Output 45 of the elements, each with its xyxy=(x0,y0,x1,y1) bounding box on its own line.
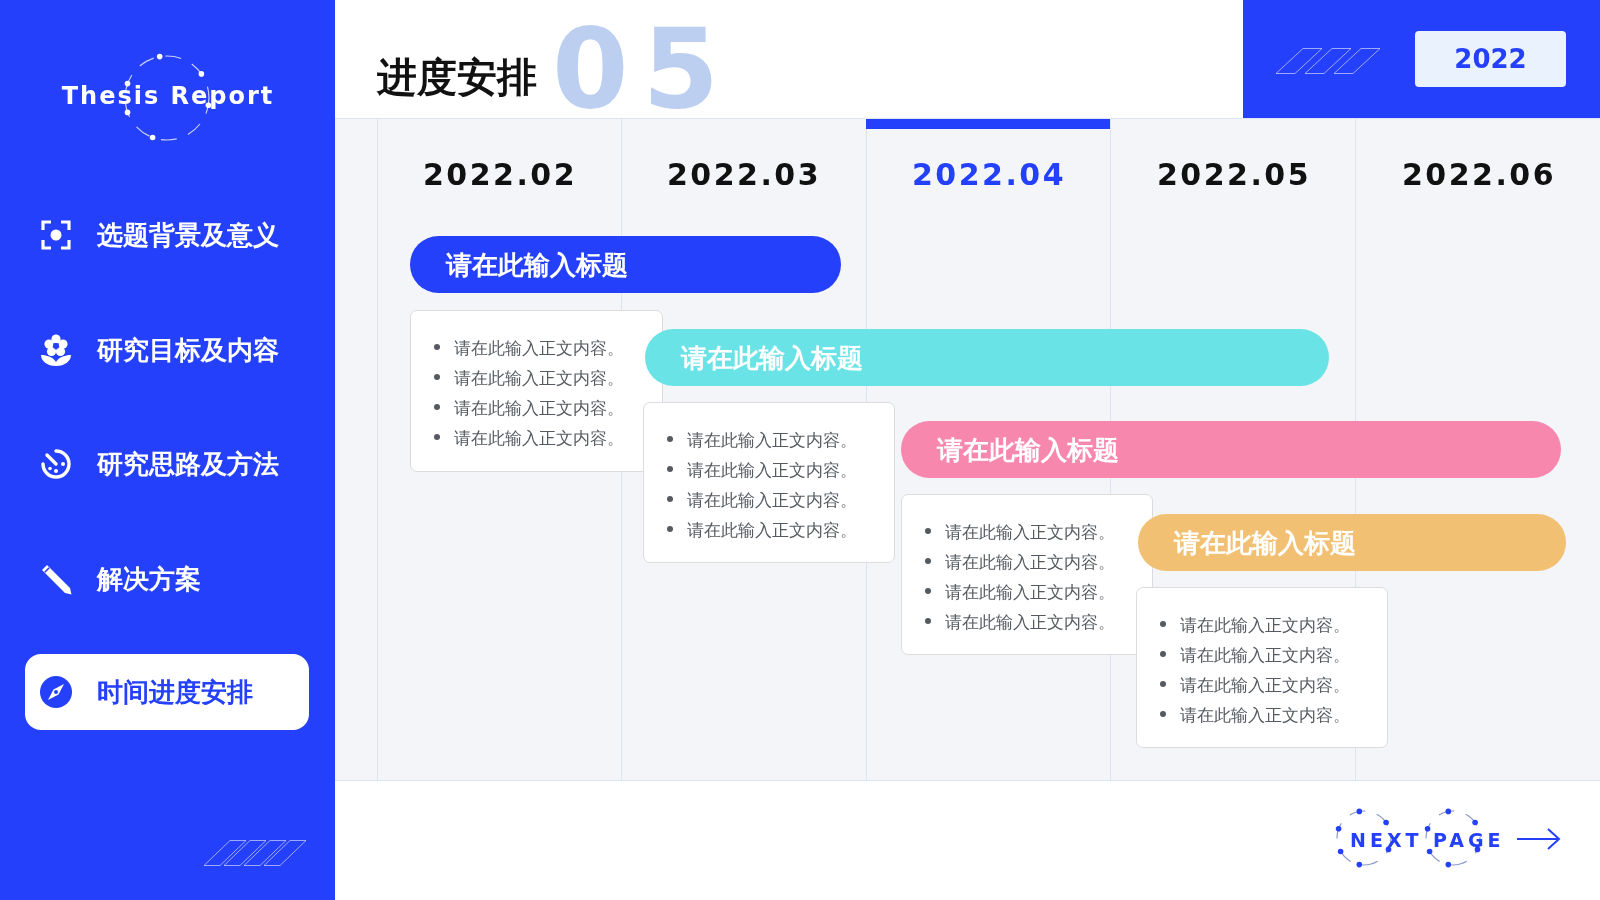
year-panel xyxy=(1415,31,1566,87)
page-title: 进度安排 xyxy=(377,53,537,102)
bullet-item: 请在此输入正文内容。 xyxy=(925,547,1115,577)
bullet-item: 请在此输入正文内容。 xyxy=(667,485,857,515)
month-label: 2022.02 xyxy=(422,157,578,193)
bullet-item: 请在此输入正文内容。 xyxy=(1160,700,1350,730)
bullet-item: 请在此输入正文内容。 xyxy=(1160,670,1350,700)
task-title: 请在此输入标题 xyxy=(681,341,863,374)
bullet-item: 请在此输入正文内容。 xyxy=(925,607,1115,637)
bullet-item: 请在此输入正文内容。 xyxy=(434,423,624,453)
active-menu-item xyxy=(25,654,309,730)
next-page-link: NEXT PAGE xyxy=(1350,828,1505,852)
task-bar xyxy=(901,421,1561,478)
task-title: 请在此输入标题 xyxy=(446,248,628,281)
task-bar xyxy=(1138,514,1566,571)
report-title: Thesis Report xyxy=(61,81,275,111)
month-label: 2022.06 xyxy=(1401,157,1557,193)
section-number: 05 xyxy=(552,14,734,124)
bullet-card xyxy=(410,310,663,472)
menu-label: 研究思路及方法 xyxy=(97,448,279,480)
bullet-item: 请在此输入正文内容。 xyxy=(1160,640,1350,670)
bullet-item: 请在此输入正文内容。 xyxy=(925,577,1115,607)
month-label: 2022.03 xyxy=(666,157,822,193)
task-title: 请在此输入标题 xyxy=(1174,526,1356,559)
year-text: 2022 xyxy=(1454,43,1527,75)
bullet-item: 请在此输入正文内容。 xyxy=(434,333,624,363)
month-label: 2022.04 xyxy=(911,157,1067,193)
month-label: 2022.05 xyxy=(1156,157,1312,193)
bullet-item: 请在此输入正文内容。 xyxy=(434,393,624,423)
task-title: 请在此输入标题 xyxy=(937,433,1119,466)
bullet-card xyxy=(1136,587,1388,748)
bullet-item: 请在此输入正文内容。 xyxy=(1160,610,1350,640)
menu-label: 选题背景及意义 xyxy=(97,219,279,251)
bullet-card xyxy=(901,494,1153,655)
menu-label: 时间进度安排 xyxy=(97,676,253,708)
menu-label: 研究目标及内容 xyxy=(97,334,279,366)
menu-label: 解决方案 xyxy=(97,563,201,595)
bullet-item: 请在此输入正文内容。 xyxy=(667,455,857,485)
bullet-item: 请在此输入正文内容。 xyxy=(434,363,624,393)
bullet-card xyxy=(643,402,895,563)
bullet-item: 请在此输入正文内容。 xyxy=(667,515,857,545)
bullet-item: 请在此输入正文内容。 xyxy=(925,517,1115,547)
bullet-item: 请在此输入正文内容。 xyxy=(667,425,857,455)
task-bar xyxy=(410,236,841,293)
task-bar xyxy=(645,329,1329,386)
